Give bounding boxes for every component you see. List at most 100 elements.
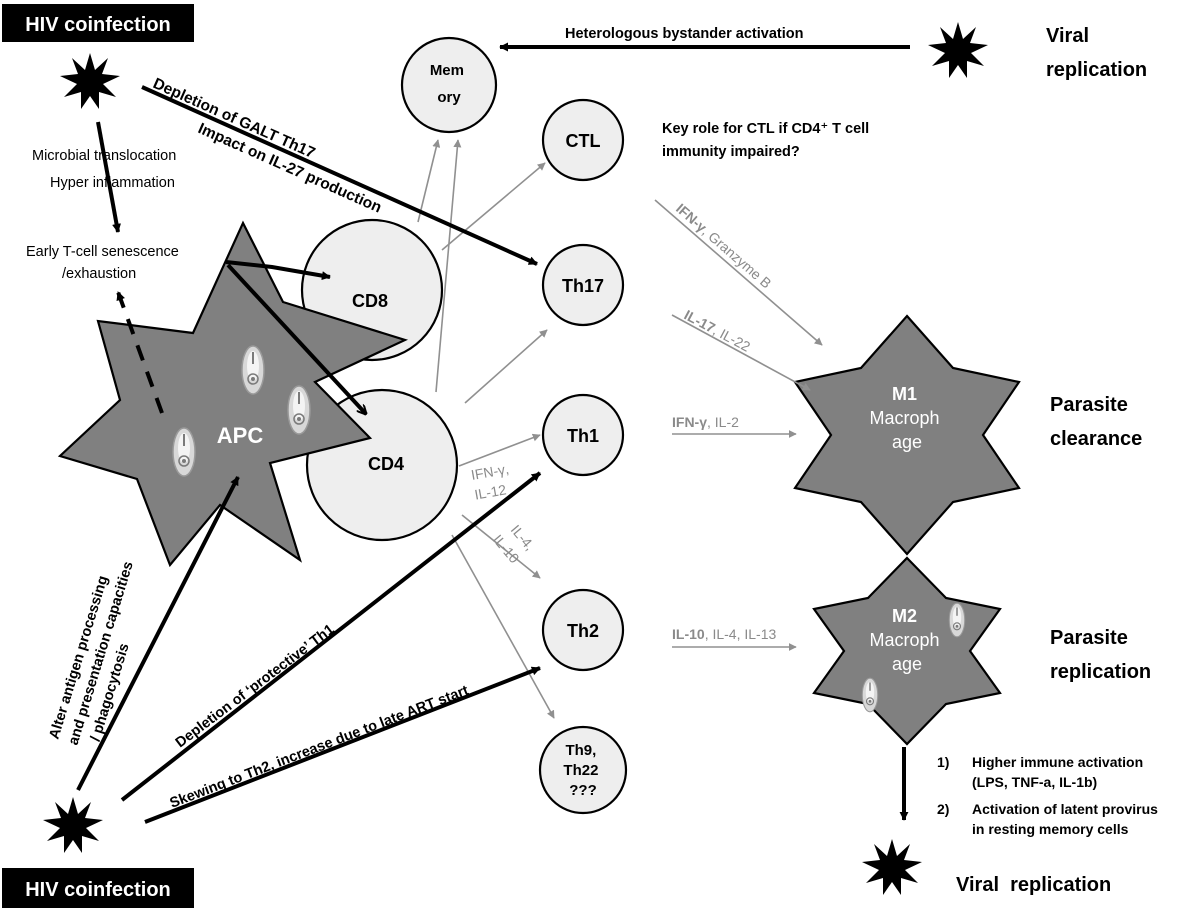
th17-m1-cytokine-rest: , IL-22 (710, 322, 753, 355)
m2-line-2: Macroph (869, 630, 939, 650)
cd4-th1-cytokines: IFN-γ, IL-12 (470, 460, 518, 503)
senescence-line-2: /exhaustion (62, 266, 136, 282)
hiv-top-box (2, 4, 194, 42)
parasite-icon (241, 345, 265, 395)
viral-replication-top: Viral replication (1046, 25, 1147, 81)
cd8-label: CD8 (352, 291, 388, 311)
memory-line-2: ory (437, 89, 461, 106)
th9-line-1: Th9, (565, 742, 596, 759)
virus-star-icon (60, 53, 120, 109)
ctl-note-line-1: Key role for CTL if CD4⁺ T cell (662, 121, 869, 137)
cd8-ctl-arrow (441, 162, 546, 251)
virus-star-icon (862, 839, 922, 895)
depletion-th1-label: Depletion of ‘protective’ Th1 (173, 622, 338, 752)
th1-label: Th1 (567, 426, 599, 446)
microbial-line-1: Microbial translocation (32, 148, 176, 164)
senescence-cd4-arrow (226, 263, 366, 414)
ctl-m1-cytokine-rest: , Granzyme B (699, 223, 774, 291)
th1-m1-cytokines: IFN-γ, IL-2 (672, 414, 739, 430)
outcome-2: Activation of latent provirus in resting… (972, 801, 1162, 837)
microbial-arrow (96, 121, 121, 233)
th1-cell (541, 393, 625, 477)
outcome-1-line-2: (LPS, TNF-a, IL-1b) (972, 774, 1097, 790)
microbial-label: Microbial translocation Hyper inflammati… (32, 148, 180, 191)
m2-macrophage (812, 556, 1002, 746)
parasite-clearance-line-1: Parasite (1050, 394, 1128, 416)
hiv-th2-arrow (144, 666, 541, 824)
ctl-note: Key role for CTL if CD4⁺ T cell immunity… (662, 121, 873, 160)
ctl-m1-arrow (654, 199, 823, 346)
ctl-label: CTL (566, 131, 601, 151)
hiv-bottom-box (2, 868, 194, 908)
cd4-th1-cytokine-1: IFN-γ, (470, 461, 510, 483)
th2-m2-cytokines: IL-10, IL-4, IL-13 (672, 626, 776, 642)
senescence-cd8-arrow (225, 260, 331, 281)
m1-line-2: Macroph (869, 408, 939, 428)
cd8-memory-arrow (417, 139, 441, 223)
m2-line-1: M2 (892, 606, 917, 626)
hiv-bottom-label: HIV coinfection (25, 879, 171, 901)
outcome-2-num: 2) (937, 801, 949, 817)
m1-line-3: age (892, 432, 922, 452)
outcome-1: Higher immune activation (LPS, TNF-a, IL… (972, 754, 1147, 790)
th2-m2-cytokine-rest: , IL-4, IL-13 (705, 626, 777, 642)
m1-label: M1 Macroph age (869, 384, 944, 452)
ctl-note-line-2: immunity impaired? (662, 144, 800, 160)
cd4-th17-arrow (464, 329, 548, 404)
apc-cell (57, 220, 409, 568)
parasite-replication: Parasite replication (1050, 627, 1151, 683)
senescence-label: Early T-cell senescence /exhaustion (26, 244, 183, 282)
th9-line-3: ??? (569, 782, 597, 799)
th9-th22-cell (538, 725, 628, 815)
parasite-clearance-line-2: clearance (1050, 428, 1142, 450)
cd4-memory-arrow (435, 139, 462, 393)
parasite-replication-line-2: replication (1050, 661, 1151, 683)
senescence-line-1: Early T-cell senescence (26, 244, 179, 260)
heterologous-label: Heterologous bystander activation (565, 26, 804, 42)
parasite-icon (861, 677, 879, 713)
m2-label: M2 Macroph age (869, 606, 944, 674)
th17-label: Th17 (562, 276, 604, 296)
th17-m1-cytokines: IL-17, IL-22 (682, 307, 754, 355)
th1-m1-cytokine-rest: , IL-2 (707, 414, 739, 430)
m2-line-3: age (892, 654, 922, 674)
hiv-apc-arrow (76, 476, 240, 791)
outcome-2-line-1: Activation of latent provirus (972, 801, 1158, 817)
parasite-icon (287, 385, 311, 435)
apc-label: APC (217, 423, 264, 448)
memory-cell (400, 36, 498, 134)
th9-line-2: Th22 (563, 762, 598, 779)
parasite-icon (172, 427, 196, 477)
cd4-th2-cytokines: IL-4, IL-10 (490, 519, 541, 570)
cd4-label: CD4 (368, 454, 404, 474)
viral-top-line-1: Viral (1046, 25, 1089, 47)
virus-star-icon (928, 22, 988, 78)
outcome-1-num: 1) (937, 754, 949, 770)
outcome-2-line-2: in resting memory cells (972, 821, 1129, 837)
viral-replication-bottom: Viral replication (956, 874, 1111, 896)
microbial-line-2: Hyper inflammation (50, 175, 175, 191)
th17-cell (541, 243, 625, 327)
parasite-icon (948, 602, 966, 638)
apc-senescence-dashed-arrow (116, 291, 164, 414)
alter-label: Alter antigen processing and presentatio… (47, 550, 158, 753)
th2-m2-cytokine-strong: IL-10 (672, 626, 705, 642)
m1-line-1: M1 (892, 384, 917, 404)
parasite-replication-line-1: Parasite (1050, 627, 1128, 649)
th1-m1-cytokine-strong: IFN-γ (672, 414, 707, 430)
memory-label: Mem ory (430, 62, 468, 106)
th17-m1-arrow (671, 314, 811, 391)
parasite-clearance: Parasite clearance (1050, 394, 1142, 450)
outcome-1-line-1: Higher immune activation (972, 754, 1143, 770)
ctl-cell (541, 98, 625, 182)
ctl-m1-cytokines: IFN-γ, Granzyme B (673, 200, 775, 291)
hiv-top-label: HIV coinfection (25, 14, 171, 36)
cd4-th1-arrow (458, 433, 541, 467)
th2-label: Th2 (567, 621, 599, 641)
memory-line-1: Mem (430, 62, 464, 79)
cd4-th1-cytokine-2: IL-12 (473, 481, 507, 502)
th2-cell (541, 588, 625, 672)
cd4-th9-arrow (451, 534, 555, 719)
